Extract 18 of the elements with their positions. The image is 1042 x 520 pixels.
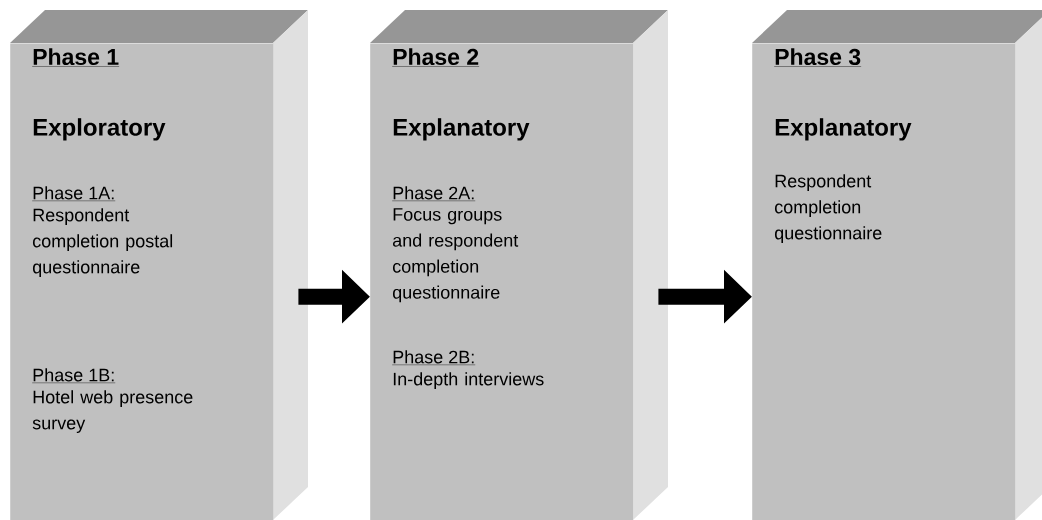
subphase-label: Phase 1A: — [32, 186, 116, 201]
subphase-label: Phase 1B: — [32, 368, 116, 384]
phase-heading: Phase 2 — [392, 48, 480, 67]
subphase-label: Phase 2B: — [392, 350, 476, 366]
block-drawing — [752, 10, 1042, 520]
phase-type-heading: Exploratory — [33, 118, 166, 141]
phase-description: Respondent completion postal questionnaire — [32, 208, 173, 277]
phase-description: Focus groups and respondent completion questionnaire — [392, 208, 519, 303]
subphase-label: Phase 2A: — [392, 186, 476, 201]
phase-description: Hotel web presence survey — [32, 390, 193, 433]
phase-type-heading: Explanatory — [775, 118, 912, 141]
block-drawing — [10, 10, 308, 520]
phase-heading: Phase 3 — [774, 48, 862, 67]
phase-heading: Phase 1 — [32, 48, 120, 67]
phase-description: Respondent completion questionnaire — [774, 174, 882, 243]
phase-type-heading: Explanatory — [393, 118, 530, 141]
block-drawing — [370, 10, 668, 520]
phase-description: In-depth interviews — [393, 372, 544, 389]
